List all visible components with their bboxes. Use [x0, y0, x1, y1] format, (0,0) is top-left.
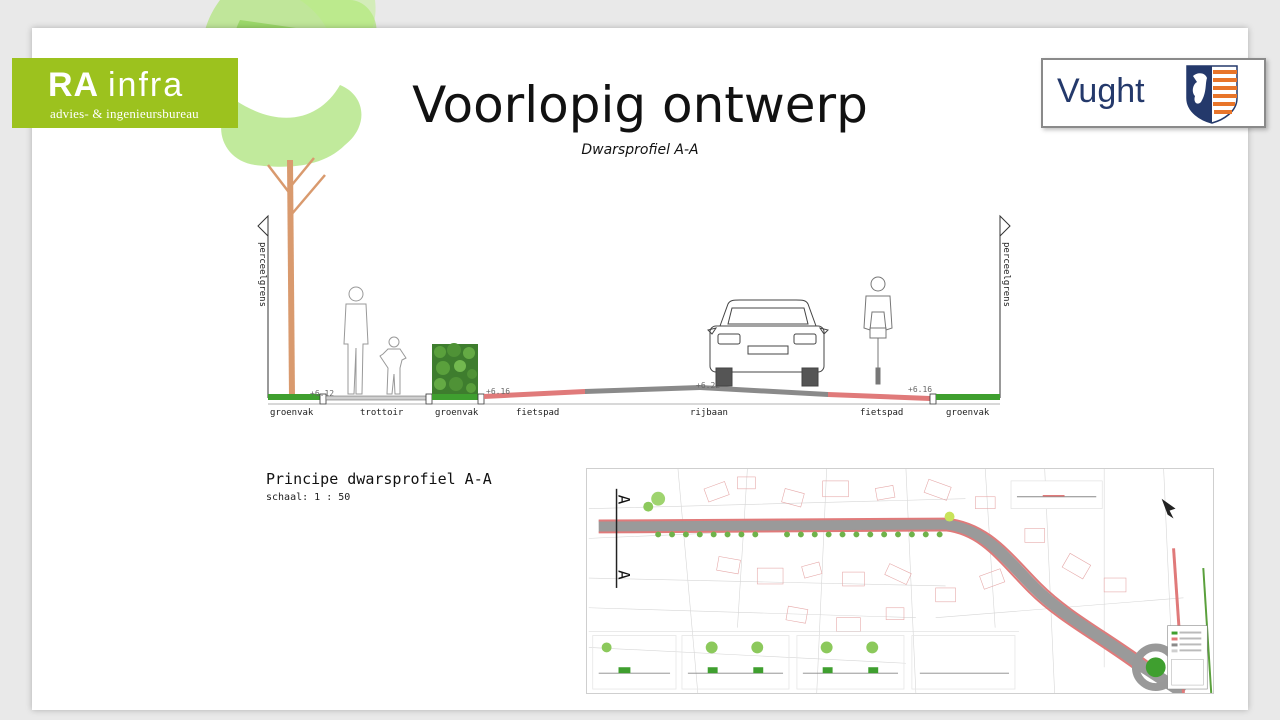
height-left: +6.12	[310, 389, 334, 398]
vught-coat-of-arms-icon	[1186, 65, 1238, 124]
plan-road	[598, 518, 1187, 693]
section-mark-top: A	[615, 495, 634, 505]
plan-legend-entries	[1171, 631, 1204, 686]
cross-section-diagram: perceelgrens perceelgrens +6.12 +6.16 +6…	[257, 214, 1011, 418]
ra-logo-tagline: advies- & ingenieursbureau	[50, 106, 199, 121]
boundary-label-left: perceelgrens	[257, 242, 267, 307]
ra-infra-logo: RA infra advies- & ingenieursbureau	[12, 58, 238, 128]
pedestrian-child-icon	[379, 336, 407, 395]
surface-fietspad-right	[828, 392, 930, 401]
zone-label-fietspad-right: fietspad	[860, 408, 903, 418]
car-icon	[707, 299, 829, 387]
plan-legend-box	[1167, 625, 1208, 690]
zone-label-groenvak-left: groenvak	[270, 408, 314, 418]
plan-map-drawing: A A	[586, 468, 1214, 694]
zone-label-groenvak-mid: groenvak	[435, 408, 479, 418]
ra-logo-brand: RA	[48, 66, 100, 104]
plan-tree-row	[643, 491, 955, 538]
zone-label-rijbaan: rijbaan	[690, 408, 728, 418]
page-subtitle: Dwarsprofiel A-A	[581, 142, 699, 158]
principe-scale: schaal: 1 : 50	[266, 492, 351, 503]
principe-title: Principe dwarsprofiel A-A	[266, 470, 492, 488]
curb-mid-right	[477, 393, 485, 405]
pedestrian-adult-icon	[343, 286, 369, 395]
vught-logo-word: Vught	[1057, 72, 1145, 110]
hedge-icon	[432, 343, 478, 394]
boundary-label-right: perceelgrens	[1001, 242, 1011, 307]
page-title: Voorlopig ontwerp	[412, 76, 868, 134]
vught-logo: Vught	[1041, 58, 1266, 128]
zone-label-groenvak-right: groenvak	[946, 408, 990, 418]
surface-groenvak-mid	[432, 394, 478, 400]
surface-groenvak-right	[936, 394, 1000, 400]
plan-buildings	[703, 476, 1127, 632]
curb-mid	[425, 393, 433, 405]
zone-label-fietspad-left: fietspad	[516, 408, 559, 418]
height-left-mid: +6.16	[486, 387, 510, 396]
tree-foreground	[221, 85, 362, 399]
cyclist-icon	[863, 276, 893, 385]
surface-groenvak-left	[268, 394, 320, 400]
zone-label-trottoir: trottoir	[360, 408, 404, 418]
surface-trottoir	[325, 395, 431, 401]
height-center: +6.22	[696, 381, 720, 390]
section-mark-bottom: A	[615, 570, 634, 580]
curb-right	[929, 393, 937, 405]
ra-logo-word: infra	[108, 66, 185, 104]
height-right: +6.16	[908, 385, 932, 394]
boundary-arrow-left	[257, 214, 269, 238]
surface-rijbaan	[585, 385, 828, 397]
north-arrow-icon	[1161, 498, 1176, 519]
plan-mini-profiles	[592, 635, 1016, 690]
surface-fietspad-left	[484, 389, 585, 399]
plan-bike-path-north	[598, 517, 1151, 665]
plan-bike-path-south	[598, 529, 1139, 672]
boundary-arrow-right	[999, 214, 1011, 238]
